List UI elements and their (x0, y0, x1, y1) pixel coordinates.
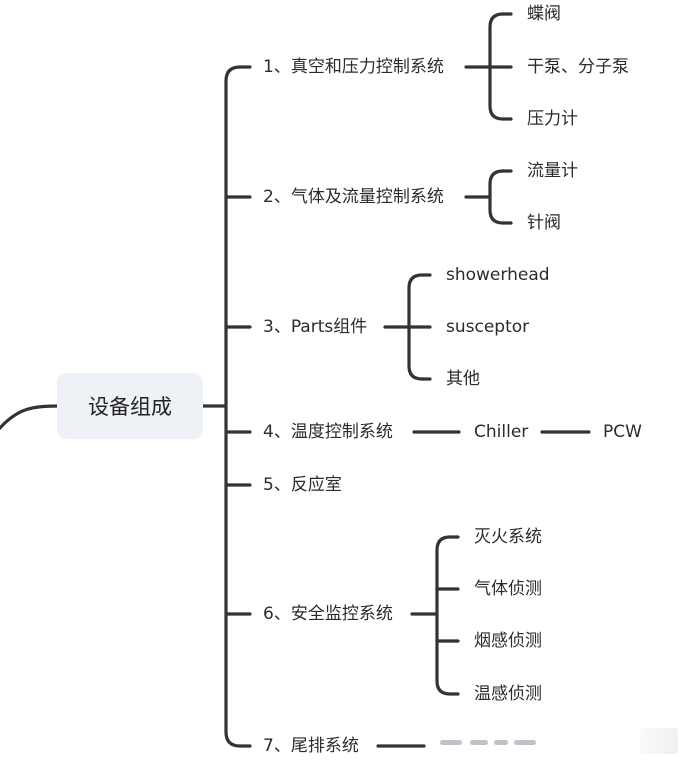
node-smoke-detection[interactable]: 烟感侦测 (474, 631, 542, 651)
node-dry-pump-molecular-pump[interactable]: 干泵、分子泵 (527, 57, 629, 77)
node-pressure-gauge[interactable]: 压力计 (527, 109, 578, 129)
node-butterfly-valve[interactable]: 蝶阀 (527, 4, 561, 24)
node-chiller[interactable]: Chiller (474, 422, 529, 442)
root-incoming-connector (0, 404, 59, 430)
node-susceptor[interactable]: susceptor (446, 317, 530, 337)
node-heat-detection[interactable]: 温感侦测 (474, 684, 542, 704)
branch-exhaust[interactable]: 7、尾排系统 (263, 736, 359, 756)
node-needle-valve[interactable]: 针阀 (527, 213, 561, 233)
node-gas-detection[interactable]: 气体侦测 (474, 579, 542, 599)
node-showerhead[interactable]: showerhead (446, 265, 550, 285)
obscured-node-text (440, 736, 550, 750)
b2-bracket (488, 169, 505, 225)
branch-vacuum-pressure[interactable]: 1、真空和压力控制系统 (263, 57, 444, 77)
branch-parts[interactable]: 3、Parts组件 (263, 317, 368, 337)
root-node[interactable]: 设备组成 (57, 373, 203, 439)
node-pcw[interactable]: PCW (603, 422, 642, 442)
node-parts-other[interactable]: 其他 (446, 369, 480, 389)
watermark-fade (640, 728, 678, 754)
root-node-label: 设备组成 (88, 395, 172, 419)
branch-safety-monitoring[interactable]: 6、安全监控系统 (263, 604, 393, 624)
branch-temperature[interactable]: 4、温度控制系统 (263, 422, 393, 442)
b6-bracket (435, 535, 452, 696)
branch-reaction-chamber[interactable]: 5、反应室 (263, 475, 342, 495)
main-spine (224, 65, 242, 748)
branch-gas-flow[interactable]: 2、气体及流量控制系统 (263, 187, 444, 207)
node-fire-suppression[interactable]: 灭火系统 (474, 527, 542, 547)
node-flow-meter[interactable]: 流量计 (527, 161, 578, 181)
